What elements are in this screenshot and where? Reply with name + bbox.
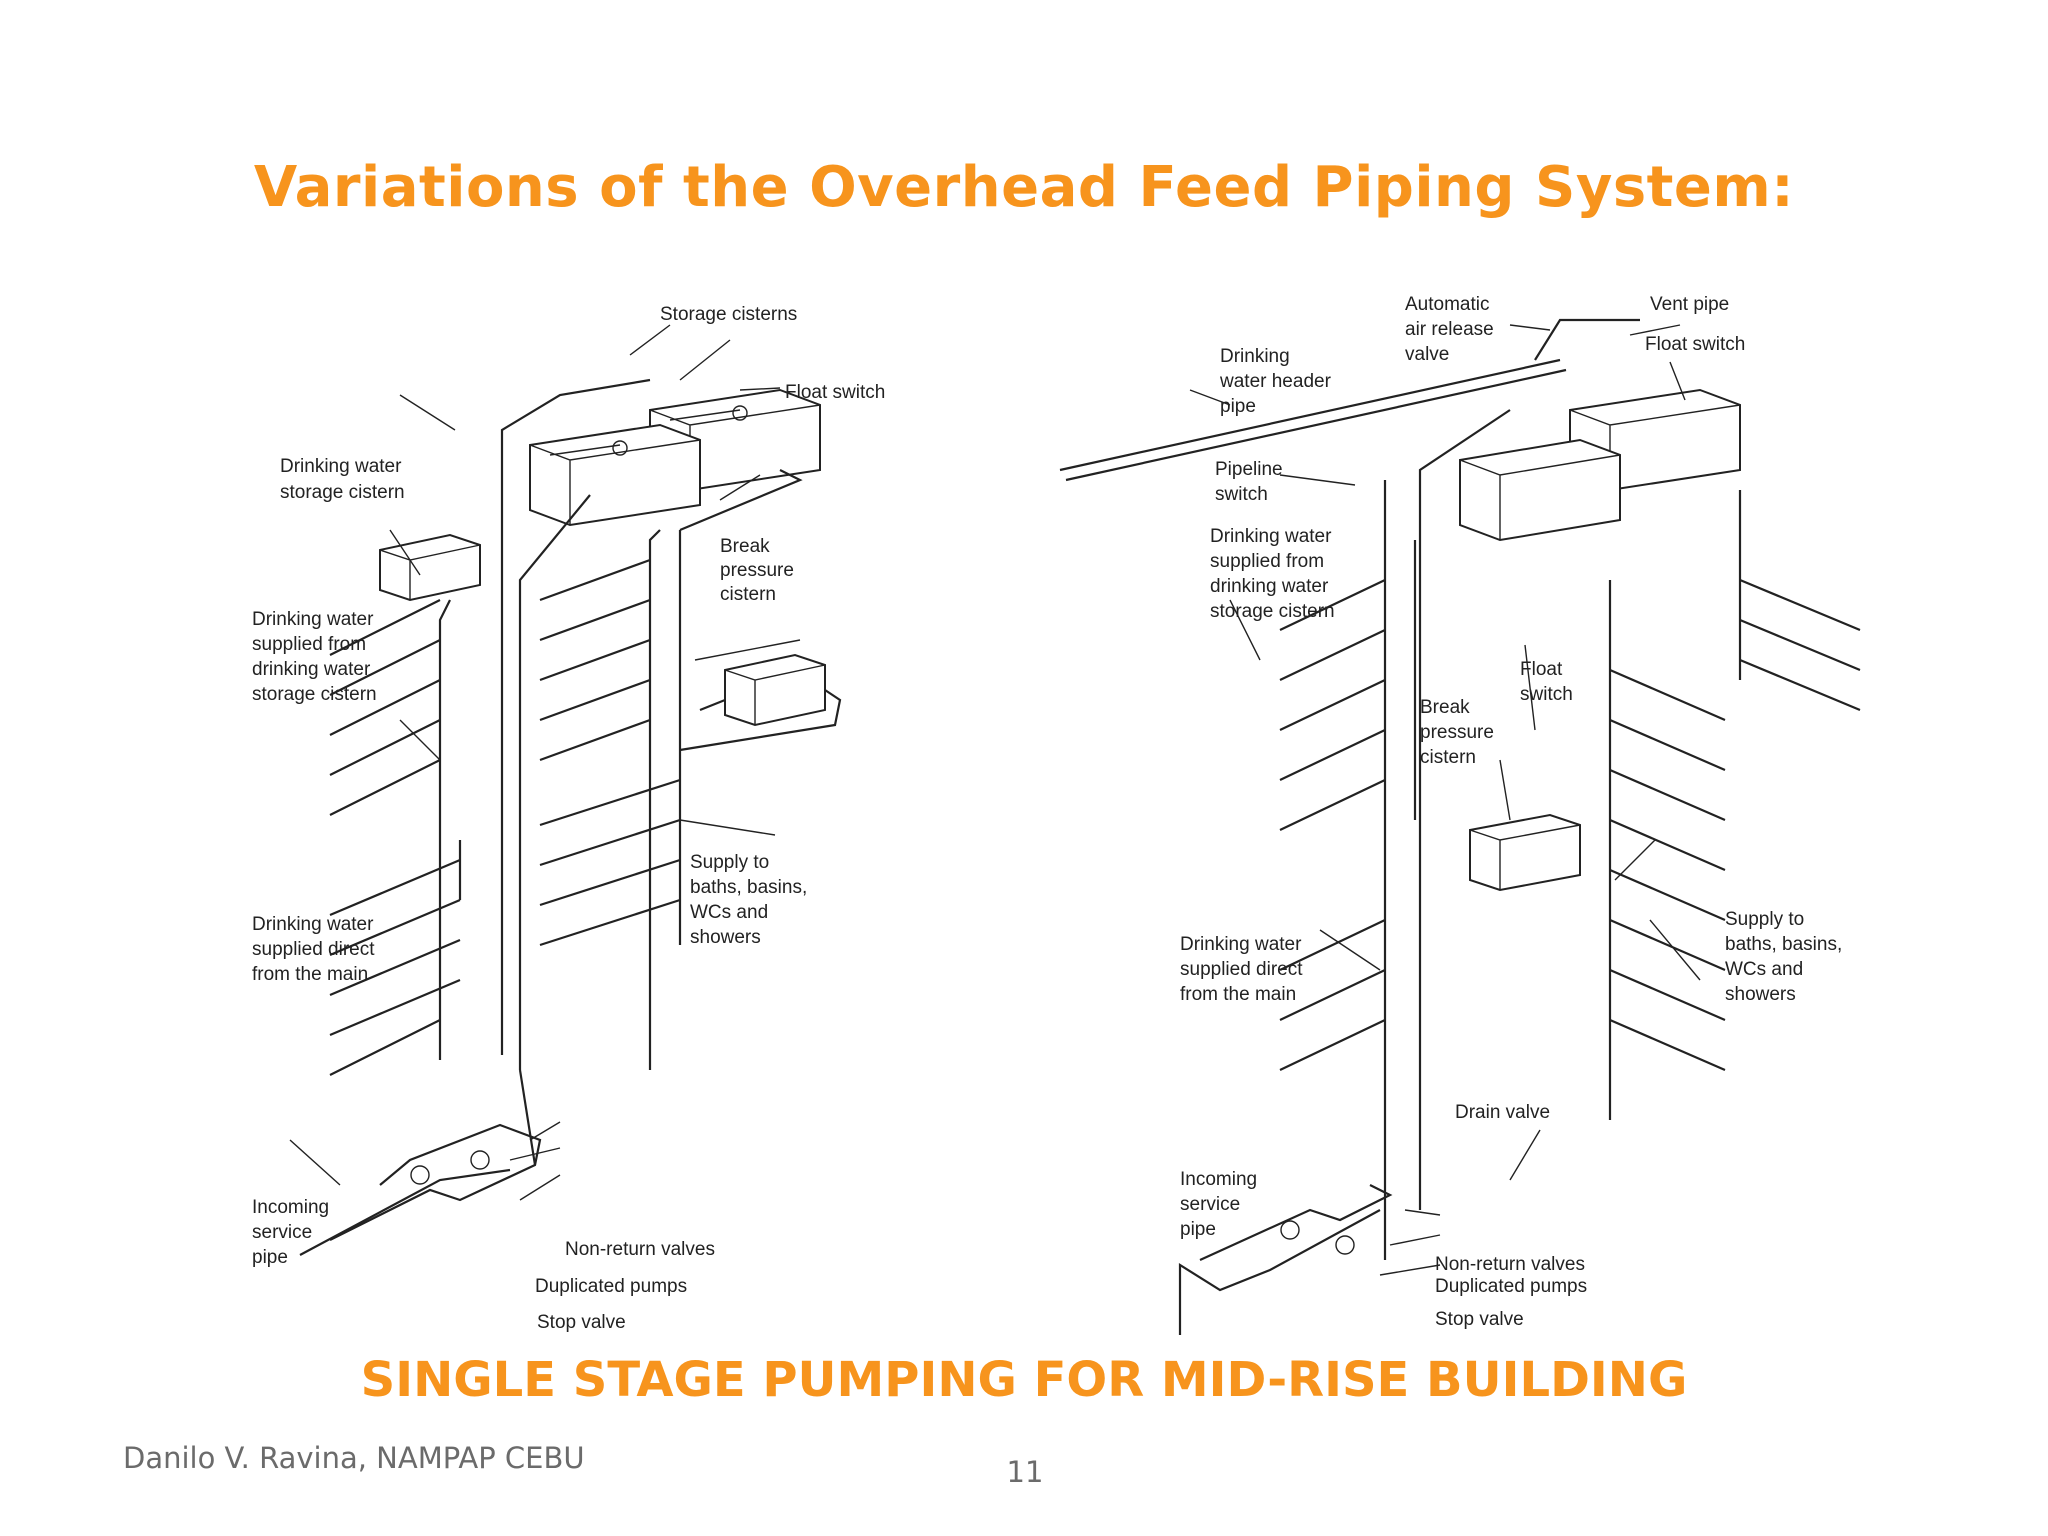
piping-diagram-svg: Storage cisterns Float switch Drinking w… <box>252 294 1861 1335</box>
label-float-switch: Float switch <box>785 382 885 403</box>
label-dw-supplied-from-cistern: Drinking water supplied from drinking wa… <box>252 609 379 705</box>
label-dw-supplied-direct-right: Drinking water supplied direct from the … <box>1180 934 1308 1005</box>
left-branches-a <box>329 599 461 1076</box>
label-auto-air-release: Automatic air release valve <box>1405 294 1499 365</box>
label-stop-valve-right: Stop valve <box>1435 1309 1524 1330</box>
label-break-pressure-cistern-right: Break pressure cistern <box>1420 697 1499 768</box>
label-stop-valve: Stop valve <box>537 1312 626 1333</box>
label-non-return-valves-right: Non-return valves <box>1435 1254 1585 1275</box>
label-dw-supplied-from-cistern-right: Drinking water supplied from drinking wa… <box>1210 526 1337 622</box>
right-break-pressure-cistern <box>1469 813 1581 892</box>
left-break-pressure-cistern <box>724 653 826 727</box>
label-storage-cisterns: Storage cisterns <box>660 304 797 325</box>
piping-diagrams: Storage cisterns Float switch Drinking w… <box>180 280 1900 1340</box>
label-float-switch-top: Float switch <box>1645 334 1745 355</box>
label-duplicated-pumps-right: Duplicated pumps <box>1435 1276 1587 1297</box>
label-duplicated-pumps: Duplicated pumps <box>535 1276 687 1297</box>
label-vent-pipe: Vent pipe <box>1650 294 1729 315</box>
left-storage-cistern-2 <box>529 423 701 527</box>
right-storage-cistern-2 <box>1459 438 1621 542</box>
label-float-switch-mid: Float switch <box>1520 659 1573 705</box>
slide-title: Variations of the Overhead Feed Piping S… <box>253 155 1795 220</box>
page-number: 11 <box>1006 1455 1044 1489</box>
label-dw-header-pipe: Drinking water header pipe <box>1219 346 1336 417</box>
label-incoming-service-pipe-right: Incoming service pipe <box>1180 1169 1262 1240</box>
left-pump-station <box>299 1069 542 1256</box>
label-dw-storage-cistern: Drinking water storage cistern <box>280 456 407 503</box>
right-diagram: Automatic air release valve Vent pipe Fl… <box>1059 294 1861 1335</box>
left-dw-storage-cistern <box>379 533 481 602</box>
left-diagram: Storage cisterns Float switch Drinking w… <box>252 304 885 1333</box>
label-drain-valve: Drain valve <box>1455 1102 1550 1123</box>
right-pump-station <box>1178 1184 1393 1335</box>
label-dw-supplied-direct: Drinking water supplied direct from the … <box>252 914 380 985</box>
label-break-pressure-cistern: Break pressure cistern <box>720 536 799 605</box>
diagram-caption: SINGLE STAGE PUMPING FOR MID-RISE BUILDI… <box>360 1352 1688 1408</box>
right-branches <box>1279 578 1861 1072</box>
label-pipeline-switch: Pipeline switch <box>1215 459 1288 505</box>
footer-author: Danilo V. Ravina, NAMPAP CEBU <box>123 1441 585 1475</box>
label-incoming-service-pipe: Incoming service pipe <box>252 1197 334 1268</box>
label-supply-to-right: Supply to baths, basins, WCs and showers <box>1725 909 1848 1005</box>
left-branches-b <box>539 558 681 947</box>
label-supply-to: Supply to baths, basins, WCs and showers <box>690 852 813 948</box>
label-non-return-valves: Non-return valves <box>565 1239 715 1260</box>
